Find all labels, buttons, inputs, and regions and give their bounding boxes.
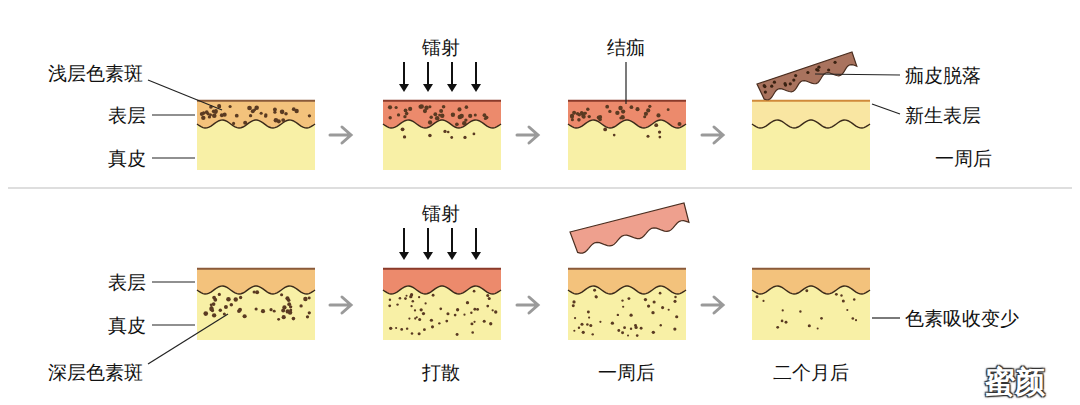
skin-section (197, 268, 315, 340)
callout-label: 痂皮脱落 (905, 64, 981, 87)
layer-label: 真皮 (108, 314, 146, 337)
pigment-dots (401, 127, 476, 139)
step-label: 打散 (422, 361, 460, 384)
time-label: 二个月后 (773, 361, 849, 384)
laser-arrow (471, 62, 481, 92)
pigment-dots (572, 289, 679, 337)
laser-arrow (471, 228, 481, 260)
callout-label: 色素吸收变少 (905, 307, 1019, 330)
step-arrow (517, 297, 538, 313)
pigment-dots (388, 290, 497, 336)
leader-line (872, 317, 900, 318)
laser-label: 镭射 (422, 202, 460, 225)
skin-section (197, 100, 315, 170)
laser-arrow (423, 228, 433, 260)
laser-arrow (399, 62, 409, 92)
scab (570, 203, 689, 253)
scab (757, 52, 857, 100)
pigment-label: 浅层色素斑 (48, 62, 143, 85)
pigment-label: 深层色素斑 (48, 361, 143, 384)
skin-section (568, 100, 686, 170)
laser-arrow (447, 62, 457, 92)
pigment-dots (203, 290, 311, 320)
laser-label: 镭射 (422, 36, 460, 59)
skin-section (383, 100, 501, 170)
laser-arrow (423, 62, 433, 92)
leader-line (152, 114, 195, 115)
time-label: 一周后 (598, 361, 655, 384)
pigment-dots (603, 123, 661, 138)
time-label: 一周后 (935, 147, 992, 170)
leader-line (872, 104, 900, 114)
layer-label: 真皮 (108, 147, 146, 170)
skin-section (752, 100, 870, 170)
step-arrow (702, 297, 723, 313)
laser-arrow (447, 228, 457, 260)
layer-label: 表层 (108, 271, 146, 294)
leader-line (625, 62, 626, 104)
step-arrow (330, 127, 351, 143)
watermark: 蜜颜 (985, 364, 1045, 400)
step-arrow (517, 127, 538, 143)
step-arrow (330, 297, 351, 313)
leader-line (152, 281, 195, 282)
skin-section (752, 268, 870, 340)
leader-line (148, 314, 228, 364)
leader-line (152, 157, 195, 158)
pigment-dots (756, 289, 857, 329)
pigment-dots (388, 104, 489, 126)
pigment-dots (570, 105, 682, 126)
skin-section (383, 268, 501, 340)
callout-label: 新生表层 (905, 104, 981, 127)
separator (8, 187, 1072, 188)
leader-line (815, 74, 900, 75)
laser-arrow (399, 228, 409, 260)
leader-line (152, 324, 195, 325)
step-arrow (702, 127, 723, 143)
scab-label: 结痂 (607, 36, 645, 59)
skin-section (568, 268, 686, 340)
layer-label: 表层 (108, 104, 146, 127)
leader-line (148, 80, 222, 110)
